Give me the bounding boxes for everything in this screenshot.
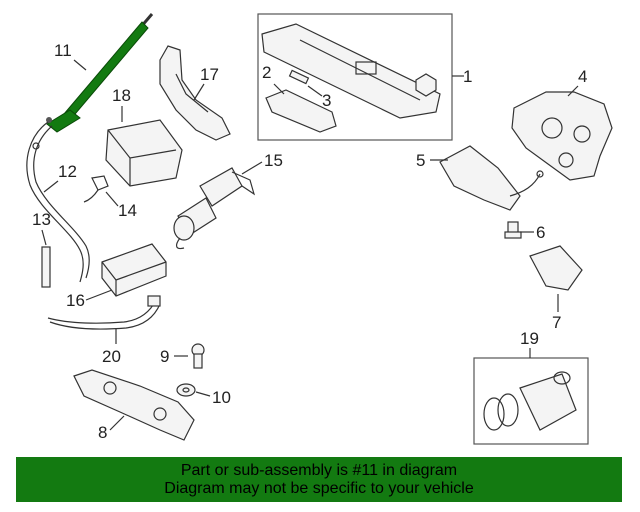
part-10-washer bbox=[176, 383, 196, 397]
part-7-bumper bbox=[529, 245, 583, 291]
callout-13: 13 bbox=[32, 210, 51, 229]
callout-1: 1 bbox=[463, 67, 472, 86]
part-14-clip bbox=[83, 175, 109, 203]
banner-line-1: Part or sub-assembly is #11 in diagram bbox=[180, 461, 458, 479]
callout-20: 20 bbox=[102, 347, 121, 366]
info-banner: Part or sub-assembly is #11 in diagram D… bbox=[16, 457, 622, 502]
part-4-latch-motor bbox=[511, 91, 613, 181]
assembly-box-19 bbox=[473, 357, 589, 445]
part-3-pin bbox=[288, 69, 310, 85]
part-8-latch-bracket bbox=[73, 369, 195, 441]
part-13-sleeve bbox=[41, 246, 51, 288]
callout-11: 11 bbox=[54, 41, 72, 60]
callout-18: 18 bbox=[112, 86, 131, 105]
leader-10 bbox=[195, 391, 211, 397]
part-11-lift-strut[interactable] bbox=[46, 13, 154, 133]
callout-5: 5 bbox=[416, 151, 425, 170]
callout-10: 10 bbox=[212, 388, 231, 407]
part-15-actuator bbox=[173, 167, 256, 250]
callout-12: 12 bbox=[58, 162, 77, 181]
leader-17 bbox=[193, 83, 205, 101]
callout-6: 6 bbox=[536, 223, 545, 242]
callout-17: 17 bbox=[200, 65, 219, 84]
part-5-latch bbox=[439, 145, 544, 211]
part-17-bracket bbox=[159, 45, 231, 141]
callout-19: 19 bbox=[520, 329, 539, 348]
callout-14: 14 bbox=[118, 201, 137, 220]
leader-11 bbox=[73, 59, 87, 71]
part-6-bolt bbox=[504, 221, 522, 239]
callout-2: 2 bbox=[262, 63, 271, 82]
leader-14 bbox=[105, 191, 119, 207]
leader-12 bbox=[43, 180, 59, 193]
part-2-switch-body bbox=[265, 89, 337, 133]
parts-diagram: 11 12 13 14 18 17 15 bbox=[26, 13, 613, 445]
assembly-box-1 bbox=[257, 13, 453, 141]
leader-3 bbox=[307, 85, 323, 97]
callout-4: 4 bbox=[578, 67, 587, 86]
callout-9: 9 bbox=[160, 347, 169, 366]
part-16-control-unit bbox=[101, 243, 167, 297]
banner-line-2: Diagram may not be specific to your vehi… bbox=[164, 479, 474, 497]
part-1-handle-assembly bbox=[261, 23, 441, 119]
part-20-harness bbox=[47, 295, 161, 330]
callout-15: 15 bbox=[264, 151, 283, 170]
leader-8 bbox=[109, 415, 125, 431]
callout-3: 3 bbox=[322, 91, 331, 110]
part-1-nut bbox=[415, 73, 437, 97]
part-12-cable bbox=[26, 121, 90, 283]
leader-13 bbox=[41, 229, 47, 246]
part-19-motor bbox=[483, 371, 577, 431]
leader-16 bbox=[85, 289, 113, 301]
part-18-module bbox=[105, 119, 183, 187]
callout-7: 7 bbox=[552, 313, 561, 332]
callout-16: 16 bbox=[66, 291, 85, 310]
leader-2 bbox=[273, 83, 285, 95]
leader-15 bbox=[241, 161, 263, 175]
leader-4 bbox=[567, 85, 579, 97]
callout-8: 8 bbox=[98, 423, 107, 442]
part-9-bolt bbox=[191, 343, 205, 369]
